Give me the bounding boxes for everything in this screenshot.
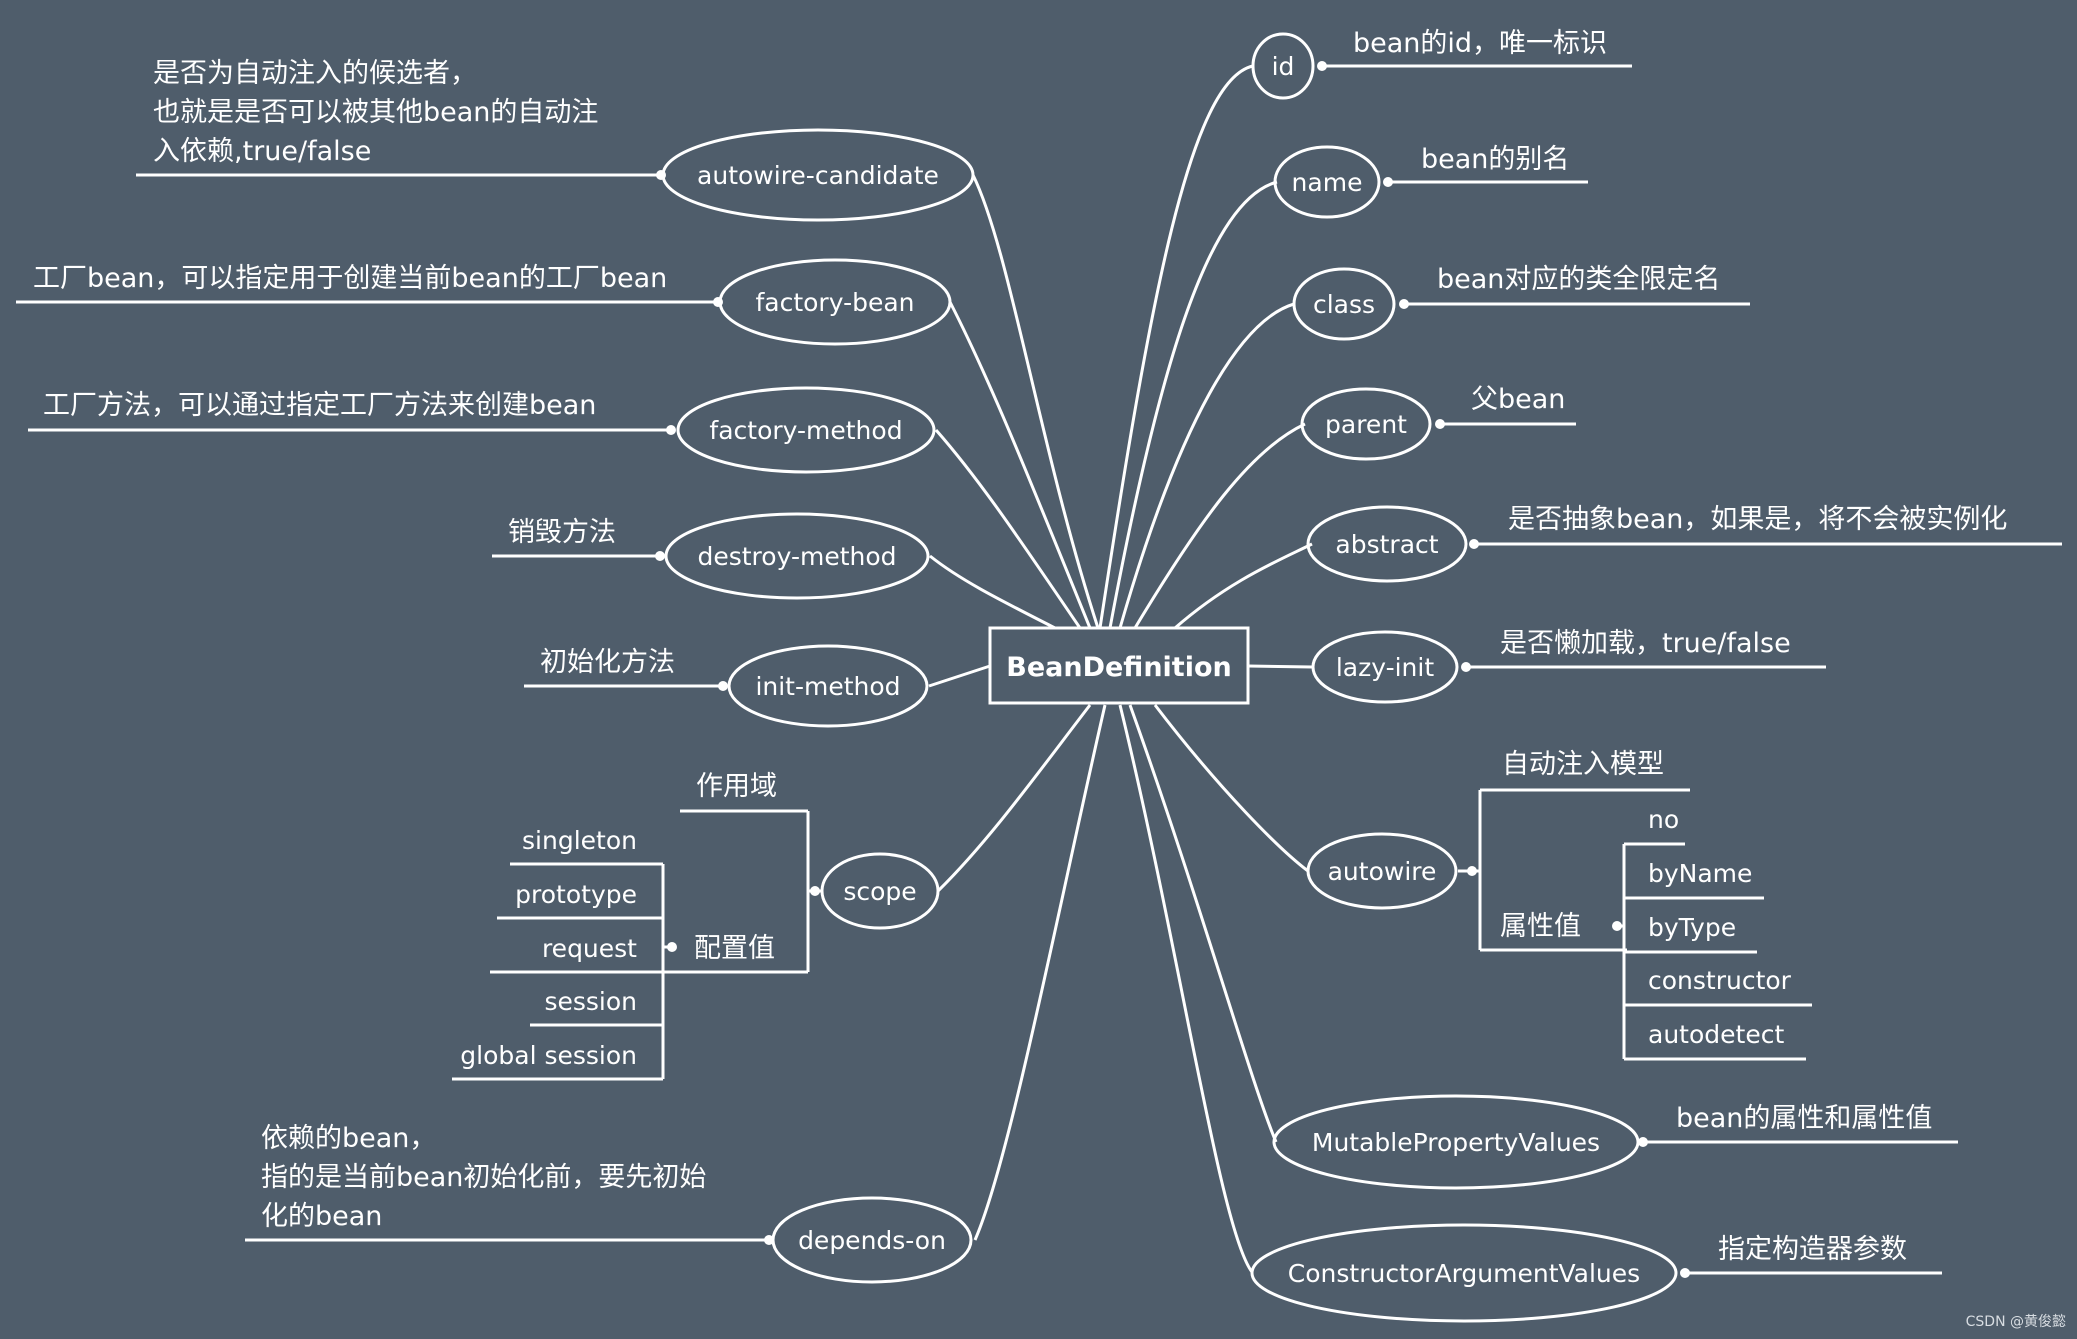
root-label: BeanDefinition <box>1006 652 1231 683</box>
node-destroy-method-desc: 销毁方法 <box>508 517 616 548</box>
node-depends-on-desc-3: 化的bean <box>261 1201 382 1232</box>
node-parent-label: parent <box>1325 410 1407 439</box>
node-mutable-property-values[interactable]: MutablePropertyValues bean的属性和属性值 <box>1272 1094 1958 1190</box>
node-autowire-candidate-desc-2: 也就是是否可以被其他bean的自动注 <box>153 97 598 128</box>
node-factory-bean[interactable]: factory-bean 工厂bean，可以指定用于创建当前bean的工厂bea… <box>16 258 952 346</box>
node-scope-label: scope <box>843 877 916 906</box>
node-constructor-argument-values-label: ConstructorArgumentValues <box>1288 1259 1640 1288</box>
node-constructor-argument-values[interactable]: ConstructorArgumentValues 指定构造器参数 <box>1250 1223 1942 1323</box>
node-depends-on-desc-1: 依赖的bean， <box>261 1123 436 1154</box>
node-id-label: id <box>1272 52 1295 81</box>
node-constructor-argument-values-desc: 指定构造器参数 <box>1718 1234 1907 1265</box>
node-abstract[interactable]: abstract 是否抽象bean，如果是，将不会被实例化 <box>1306 504 2062 583</box>
autowire-value-bytype: byType <box>1648 913 1736 942</box>
node-autowire-candidate-desc-3: 入依赖,true/false <box>153 136 371 167</box>
node-depends-on[interactable]: depends-on 依赖的bean， 指的是当前bean初始化前，要先初始 化… <box>245 1123 973 1284</box>
node-depends-on-desc-2: 指的是当前bean初始化前，要先初始 <box>261 1162 706 1193</box>
autowire-value-constructor: constructor <box>1648 966 1792 995</box>
node-name-desc: bean的别名 <box>1421 144 1569 175</box>
scope-value-global-session: global session <box>460 1041 637 1070</box>
node-abstract-desc: 是否抽象bean，如果是，将不会被实例化 <box>1508 504 2007 535</box>
watermark: CSDN @黄俊懿 <box>1966 1313 2066 1330</box>
node-class-desc: bean对应的类全限定名 <box>1437 264 1720 295</box>
node-autowire-candidate-label: autowire-candidate <box>697 161 939 190</box>
node-scope[interactable]: scope 作用域 配置值 singleton prototype reques… <box>452 771 940 1081</box>
node-autowire-candidate-desc-1: 是否为自动注入的候选者， <box>153 58 477 89</box>
node-class-label: class <box>1313 290 1375 319</box>
node-abstract-label: abstract <box>1335 530 1438 559</box>
node-parent[interactable]: parent 父bean <box>1300 384 1576 461</box>
scope-value-session: session <box>544 987 637 1016</box>
node-factory-bean-desc: 工厂bean，可以指定用于创建当前bean的工厂bean <box>33 263 667 294</box>
node-id-desc: bean的id，唯一标识 <box>1353 28 1607 59</box>
node-init-method-desc: 初始化方法 <box>540 647 675 678</box>
node-class[interactable]: class bean对应的类全限定名 <box>1292 264 1750 341</box>
autowire-value-byname: byName <box>1648 859 1752 888</box>
node-autowire[interactable]: autowire 自动注入模型 属性值 no byName byType con… <box>1306 749 1812 1061</box>
node-autowire-candidate[interactable]: autowire-candidate 是否为自动注入的候选者， 也就是是否可以被… <box>136 58 975 222</box>
node-destroy-method-label: destroy-method <box>697 542 896 571</box>
autowire-values-title: 属性值 <box>1500 911 1581 942</box>
node-lazy-init-desc: 是否懒加载，true/false <box>1500 628 1791 659</box>
scope-title: 作用域 <box>696 771 777 802</box>
node-init-method[interactable]: init-method 初始化方法 <box>524 644 929 728</box>
node-parent-desc: 父bean <box>1471 384 1565 415</box>
node-factory-bean-label: factory-bean <box>755 288 914 317</box>
scope-value-singleton: singleton <box>522 826 637 855</box>
node-mutable-property-values-desc: bean的属性和属性值 <box>1676 1103 1932 1134</box>
node-mutable-property-values-label: MutablePropertyValues <box>1312 1128 1600 1157</box>
node-id[interactable]: id bean的id，唯一标识 <box>1251 28 1632 100</box>
node-lazy-init[interactable]: lazy-init 是否懒加载，true/false <box>1311 628 1826 704</box>
scope-value-request: request <box>542 934 637 963</box>
autowire-value-autodetect: autodetect <box>1648 1020 1784 1049</box>
node-factory-method-desc: 工厂方法，可以通过指定工厂方法来创建bean <box>43 390 596 421</box>
scope-values-title: 配置值 <box>694 933 775 964</box>
node-autowire-label: autowire <box>1328 857 1437 886</box>
node-destroy-method[interactable]: destroy-method 销毁方法 <box>492 512 930 600</box>
node-factory-method-label: factory-method <box>709 416 902 445</box>
root-connectors <box>928 64 1313 1273</box>
node-factory-method[interactable]: factory-method 工厂方法，可以通过指定工厂方法来创建bean <box>28 386 936 474</box>
autowire-value-no: no <box>1648 805 1679 834</box>
autowire-model-title: 自动注入模型 <box>1502 749 1664 780</box>
node-name-label: name <box>1292 168 1363 197</box>
root-node[interactable]: BeanDefinition <box>988 626 1250 705</box>
node-lazy-init-label: lazy-init <box>1336 653 1435 682</box>
scope-value-prototype: prototype <box>515 880 637 909</box>
node-init-method-label: init-method <box>755 672 900 701</box>
node-depends-on-label: depends-on <box>798 1226 946 1255</box>
node-name[interactable]: name bean的别名 <box>1273 144 1588 219</box>
